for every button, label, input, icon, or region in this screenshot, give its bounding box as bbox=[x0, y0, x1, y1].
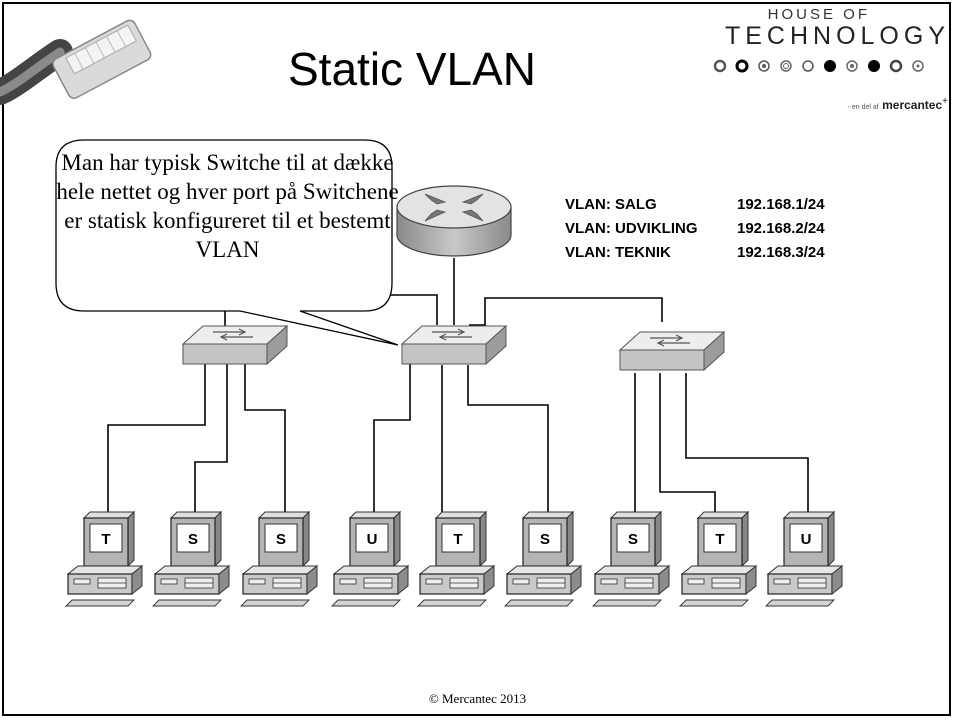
switch-icon bbox=[181, 324, 289, 366]
computer-icon: T bbox=[678, 510, 758, 607]
pc-vlan-label: S bbox=[276, 531, 286, 548]
pc-vlan-label: S bbox=[540, 531, 550, 548]
logo-line2: TECHNOLOGY bbox=[724, 22, 950, 50]
switch-icon bbox=[400, 324, 508, 366]
callout-text: Man har typisk Switche til at dække hele… bbox=[56, 150, 399, 262]
vlan-name: VLAN: TEKNIK bbox=[565, 244, 671, 261]
ethernet-cable-icon bbox=[0, 19, 152, 105]
pc-vlan-label: T bbox=[101, 531, 110, 548]
logo-tagline-prefix: - en del af bbox=[847, 104, 879, 111]
vlan-name: VLAN: SALG bbox=[565, 196, 657, 213]
pc-vlan-label: U bbox=[801, 531, 812, 548]
logo-brand: mercantec bbox=[882, 98, 943, 112]
switch-icon bbox=[618, 330, 726, 372]
computer-icon: S bbox=[239, 510, 319, 607]
logo-line1: HOUSE OF bbox=[767, 6, 870, 23]
pc-vlan-label: U bbox=[367, 531, 378, 548]
computer-icon: S bbox=[503, 510, 583, 607]
pc-vlan-label: T bbox=[453, 531, 462, 548]
vlan-subnet: 192.168.3/24 bbox=[737, 244, 825, 261]
computer-icon: S bbox=[591, 510, 671, 607]
computer-icon: T bbox=[64, 510, 144, 607]
computer-icon: U bbox=[764, 510, 844, 607]
computer-icon: S bbox=[151, 510, 231, 607]
network-links bbox=[107, 258, 809, 520]
pc-vlan-label: T bbox=[715, 531, 724, 548]
vlan-subnet: 192.168.2/24 bbox=[737, 220, 825, 237]
logo-dots bbox=[713, 59, 924, 73]
computer-icon: T bbox=[416, 510, 496, 607]
slide-title: Static VLAN bbox=[288, 43, 536, 95]
vlan-name: VLAN: UDVIKLING bbox=[565, 220, 698, 237]
house-of-technology-logo: HOUSE OF TECHNOLOGY - en del af mercante… bbox=[700, 6, 950, 121]
computer-icon: U bbox=[330, 510, 410, 607]
router-icon bbox=[396, 185, 512, 257]
footer-copyright: © Mercantec 2013 bbox=[428, 691, 527, 706]
pc-vlan-label: S bbox=[628, 531, 638, 548]
logo-tagline: - en del af mercantec+ bbox=[847, 96, 948, 112]
speech-callout bbox=[55, 139, 399, 346]
vlan-subnet: 192.168.1/24 bbox=[737, 196, 825, 213]
pc-vlan-label: S bbox=[188, 531, 198, 548]
